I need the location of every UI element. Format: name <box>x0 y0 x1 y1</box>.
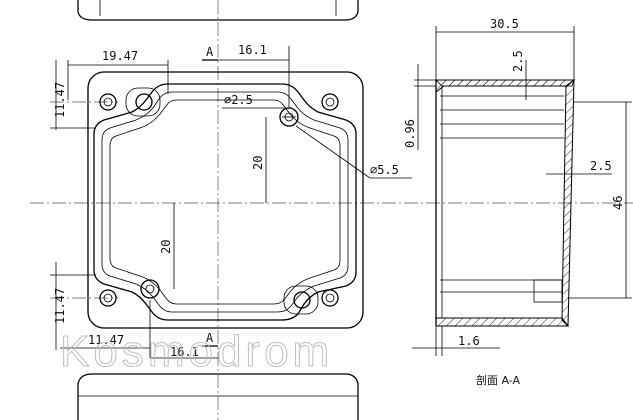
lid-top-partial <box>77 0 359 21</box>
dim-30-5: 30.5 <box>490 17 519 31</box>
screw-hole-top-right <box>321 93 339 111</box>
dim-11-47-left-bottom: 11.47 <box>53 288 67 324</box>
dim-20-right: 20 <box>251 156 265 170</box>
section-mark-top: A <box>206 45 214 59</box>
enclosure-front-view <box>87 71 364 329</box>
dim-11-47-bottom: 11.47 <box>88 333 124 347</box>
gasket-groove-outer <box>93 83 357 321</box>
front-dimensions: 19.47 A 16.1 11.47 ∅2.5 ∅5.5 20 20 11.47… <box>50 43 412 359</box>
dim-1-6: 1.6 <box>458 334 480 348</box>
dim-11-47-left-top: 11.47 <box>53 82 67 118</box>
boss-bottom-right <box>283 285 319 315</box>
boss-top-left <box>125 87 161 117</box>
watermark-text: Kosmodrom <box>60 327 333 376</box>
dim-46: 46 <box>611 196 625 210</box>
dim-2-5-dia: ∅2.5 <box>224 93 253 107</box>
right-wall-hatch <box>561 78 575 328</box>
screw-hole-bottom-right <box>321 289 339 307</box>
dim-16-1-top: 16.1 <box>238 43 267 57</box>
section-view-a-a: 30.5 2.5 0.96 2.5 46 1.6 剖面 A-A <box>403 17 632 387</box>
section-mark-bottom: A <box>206 331 214 345</box>
mounting-pillar-lower <box>140 279 160 299</box>
dim-2-5-wall: 2.5 <box>590 159 612 173</box>
outer-flange <box>87 71 364 329</box>
dim-2-5-top: 2.5 <box>511 50 525 72</box>
dim-16-1-bottom: 16.1 <box>170 345 199 359</box>
bottom-wall-hatch <box>435 317 569 327</box>
screw-hole-bottom-left <box>99 289 117 307</box>
mounting-pillar-upper <box>279 107 299 127</box>
section-caption: 剖面 A-A <box>476 373 521 387</box>
gasket-groove-inner <box>101 91 349 313</box>
dim-0-96: 0.96 <box>403 119 417 148</box>
dim-20-left: 20 <box>159 240 173 254</box>
cavity-wall <box>109 99 341 305</box>
front-center-lines <box>30 0 633 420</box>
dim-19-47-top: 19.47 <box>102 49 138 63</box>
dim-5-5-dia: ∅5.5 <box>370 163 399 177</box>
screw-hole-top-left <box>99 93 117 111</box>
